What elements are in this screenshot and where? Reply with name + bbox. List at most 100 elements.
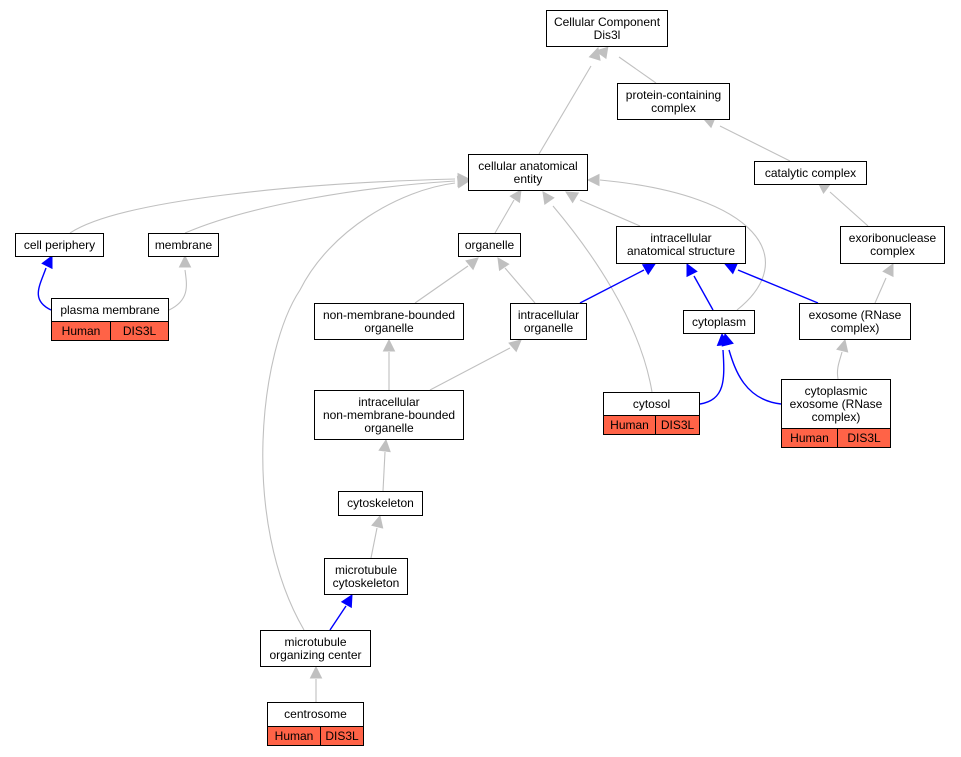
node-cellular-anatomical-entity[interactable]: cellular anatomical entity xyxy=(468,154,588,191)
node-cellular-component-dis3l[interactable]: Cellular Component Dis3l xyxy=(546,10,668,47)
edge-plasma_membrane-to-membrane xyxy=(168,269,187,311)
arrowhead xyxy=(588,46,601,61)
annotation-row: Human DIS3L xyxy=(603,416,700,435)
node-label-line: plasma membrane xyxy=(60,302,160,317)
node-catalytic-complex[interactable]: catalytic complex xyxy=(754,161,867,185)
arrowhead xyxy=(723,262,739,275)
edge-catalytic_complex-to-protein_complex xyxy=(719,125,791,162)
node-label-line: complex) xyxy=(811,409,861,424)
node-label-line: Dis3l xyxy=(593,27,621,42)
node-microtubule-organizing-center[interactable]: microtubule organizing center xyxy=(260,630,371,667)
edge-mtoc-to-cellular_anatomical_entity xyxy=(262,182,456,631)
edge-cellular_anatomical_entity-to-root xyxy=(538,65,592,155)
arrowhead xyxy=(836,338,849,353)
arrowhead xyxy=(686,262,698,278)
gene-tag[interactable]: DIS3L xyxy=(110,322,168,340)
species-tag[interactable]: Human xyxy=(268,727,320,745)
node-label-line: cytosol xyxy=(632,396,671,411)
edge-cytoskeleton-to-intracellular_nmb_organelle xyxy=(382,451,386,492)
node-label-line: intracellular xyxy=(517,307,580,322)
node-label-line: intracellular xyxy=(650,231,712,245)
arrowhead xyxy=(721,332,734,347)
node-plasma-membrane[interactable]: plasma membrane xyxy=(51,298,169,322)
node-label-line: non-membrane-bounded xyxy=(322,407,456,422)
edge-exosome-to-exoribonuclease_complex xyxy=(874,277,887,304)
gene-tag[interactable]: DIS3L xyxy=(655,416,699,434)
edge-organelle-to-cellular_anatomical_entity xyxy=(494,199,515,234)
node-label-line: cytoplasmic xyxy=(804,383,868,398)
arrowheads-layer xyxy=(41,46,894,679)
species-tag[interactable]: Human xyxy=(782,429,837,447)
arrowhead xyxy=(378,438,391,453)
arrowhead xyxy=(382,338,396,352)
edges-layer xyxy=(37,56,887,702)
edge-non_membrane_bounded_organelle-to-organelle xyxy=(414,265,469,304)
edge-cell_periphery-to-cellular_anatomical_entity xyxy=(69,178,456,234)
arrowhead xyxy=(309,665,323,679)
node-label-line: intracellular xyxy=(358,394,420,409)
node-label-line: complex xyxy=(870,244,915,258)
edge-cytosol-to-cytoplasm xyxy=(699,349,725,405)
node-label-line: cellular anatomical xyxy=(478,158,578,173)
arrowhead xyxy=(340,594,353,609)
edge-exosome-to-intracellular_anatomical_structure xyxy=(737,269,819,304)
arrowhead xyxy=(465,257,479,271)
node-label-line: organelle xyxy=(464,237,515,252)
node-label-line: non-membrane-bounded xyxy=(322,307,456,322)
node-non-membrane-bounded-organelle[interactable]: non-membrane-bounded organelle xyxy=(314,303,464,340)
node-label-line: catalytic complex xyxy=(764,165,857,180)
node-microtubule-cytoskeleton[interactable]: microtubule cytoskeleton xyxy=(324,558,408,595)
arrowhead xyxy=(456,175,471,189)
arrowhead xyxy=(497,257,510,272)
node-membrane[interactable]: membrane xyxy=(148,233,219,257)
node-cytosol[interactable]: cytosol xyxy=(603,392,700,416)
annotation-row: Human DIS3L xyxy=(51,322,169,341)
species-tag[interactable]: Human xyxy=(52,322,110,340)
edge-intracellular_organelle-to-organelle xyxy=(504,267,536,304)
edge-exoribonuclease_complex-to-catalytic_complex xyxy=(829,191,869,227)
gene-tag[interactable]: DIS3L xyxy=(320,727,363,745)
node-label-line: organelle xyxy=(523,320,574,335)
arrowhead xyxy=(508,339,522,353)
node-organelle[interactable]: organelle xyxy=(458,233,521,257)
species-tag[interactable]: Human xyxy=(604,416,655,434)
arrowhead xyxy=(641,263,656,276)
node-label-line: organizing center xyxy=(269,647,362,662)
edge-cytoplasmic_exosome-to-cytoplasm xyxy=(728,349,782,405)
node-cytoskeleton[interactable]: cytoskeleton xyxy=(338,491,423,516)
edge-intracellular_organelle-to-intracellular_anatomical_structure xyxy=(579,269,645,304)
edge-intracellular_anatomical_structure-to-cellular_anatomical_entity xyxy=(579,199,641,227)
node-protein-containing-complex[interactable]: protein-containing complex xyxy=(617,83,730,120)
node-label-line: microtubule xyxy=(334,562,398,577)
arrowhead xyxy=(509,189,522,204)
arrowhead xyxy=(178,254,192,268)
node-label-line: organelle xyxy=(364,420,414,435)
node-centrosome[interactable]: centrosome xyxy=(267,702,364,727)
node-cytoplasm[interactable]: cytoplasm xyxy=(683,310,755,334)
node-exosome-rnase-complex[interactable]: exosome (RNase complex) xyxy=(799,303,911,340)
node-label-line: cytoskeleton xyxy=(332,575,400,590)
edge-cytosol-to-cellular_anatomical_entity xyxy=(552,205,653,393)
node-cytoplasmic-exosome[interactable]: cytoplasmic exosome (RNase complex) xyxy=(781,379,891,429)
edge-cytoplasmic_exosome-to-exosome xyxy=(836,351,843,380)
node-label-line: anatomical structure xyxy=(626,244,736,258)
node-label-line: centrosome xyxy=(284,707,347,721)
edge-protein_complex-to-root xyxy=(618,56,657,84)
node-intracellular-organelle[interactable]: intracellular organelle xyxy=(510,303,587,340)
node-exoribonuclease-complex[interactable]: exoribonuclease complex xyxy=(840,226,945,264)
node-label-line: cell periphery xyxy=(23,237,96,252)
node-label-line: complex) xyxy=(830,320,880,335)
arrowhead xyxy=(371,514,384,529)
node-label-line: protein-containing xyxy=(625,87,722,102)
node-intracellular-non-membrane-bounded-organelle[interactable]: intracellular non-membrane-bounded organ… xyxy=(314,390,464,440)
arrowhead xyxy=(41,254,53,270)
node-intracellular-anatomical-structure[interactable]: intracellular anatomical structure xyxy=(616,226,746,264)
arrowhead xyxy=(542,191,555,206)
node-cell-periphery[interactable]: cell periphery xyxy=(15,233,104,257)
annotation-row: Human DIS3L xyxy=(781,429,891,448)
node-label-line: organelle xyxy=(364,320,414,335)
gene-tag[interactable]: DIS3L xyxy=(837,429,890,447)
node-label-line: complex xyxy=(651,100,696,115)
edge-plasma_membrane-to-cell_periphery xyxy=(37,267,52,311)
